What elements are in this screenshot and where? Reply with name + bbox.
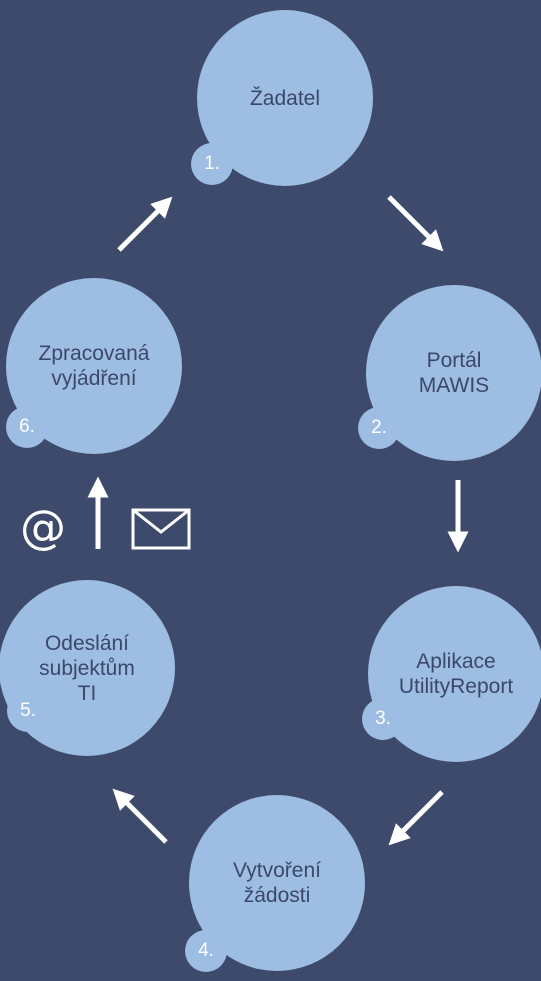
step-number-badge: 4. xyxy=(185,930,227,972)
step-number-badge: 6. xyxy=(6,406,48,448)
node-label: Zpracovaná vyjádření xyxy=(38,342,150,390)
node-odeslani-subjektum-ti: Odeslání subjektům TI 5. xyxy=(0,580,175,756)
arrow-icon xyxy=(387,195,444,252)
step-number-badge: 2. xyxy=(358,407,400,449)
node-label: Aplikace UtilityReport xyxy=(398,650,514,698)
node-zpracovana-vyjadreni: Zpracovaná vyjádření 6. xyxy=(6,278,182,454)
arrow-icon xyxy=(388,790,444,846)
envelope-icon xyxy=(131,508,191,550)
arrow-icon xyxy=(117,196,173,252)
at-sign-icon: @ xyxy=(20,500,66,554)
node-label: Portál MAWIS xyxy=(418,349,490,397)
node-label: Žadatel xyxy=(249,86,321,110)
node-portal-mawis: Portál MAWIS 2. xyxy=(358,285,541,461)
node-circle: Zpracovaná vyjádření xyxy=(6,278,182,454)
step-number-badge: 1. xyxy=(191,143,233,185)
node-label: Vytvoření žádosti xyxy=(233,859,321,907)
node-aplikace-utilityreport: Aplikace UtilityReport 3. xyxy=(362,586,541,762)
node-label: Odeslání subjektům TI xyxy=(39,631,135,705)
node-vytvoreni-zadosti: Vytvoření žádosti 4. xyxy=(185,795,365,972)
step-number-badge: 3. xyxy=(362,698,404,740)
arrow-icon xyxy=(112,788,168,844)
step-number-badge: 5. xyxy=(7,690,49,732)
node-zadatel: Žadatel 1. xyxy=(191,10,373,186)
